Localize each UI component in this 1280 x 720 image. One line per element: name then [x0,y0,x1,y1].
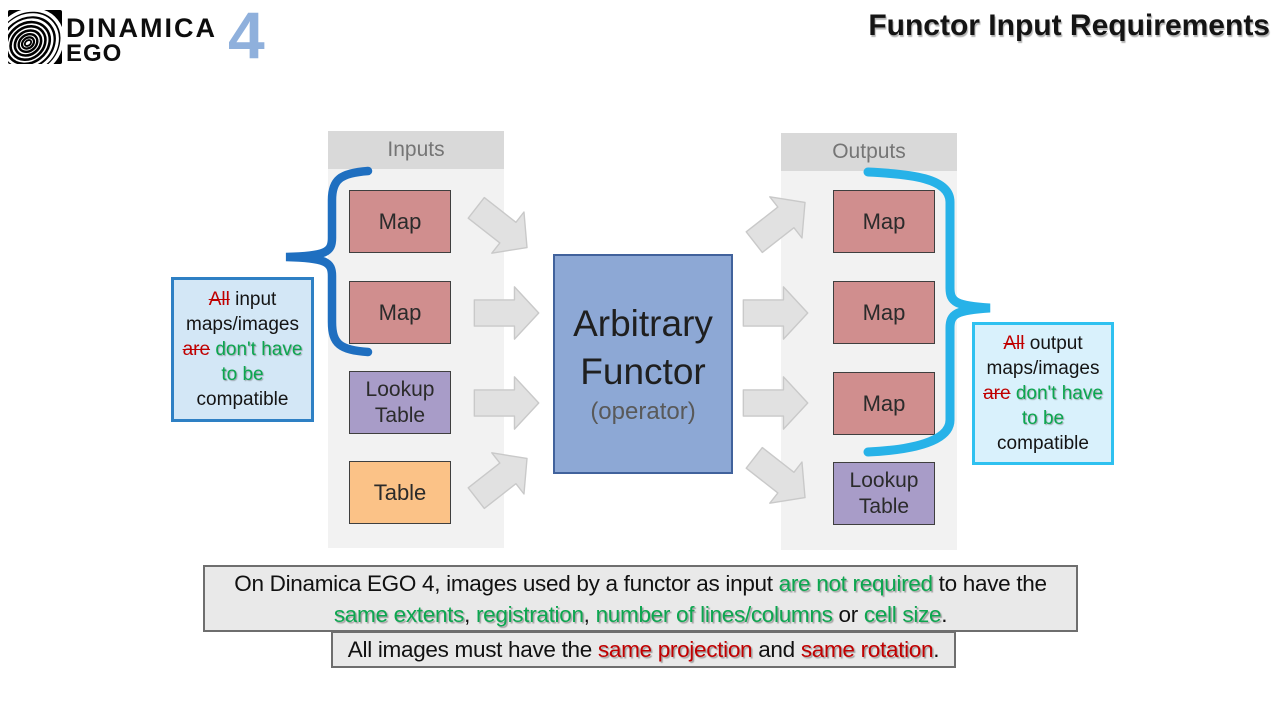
output-map-1: Map [833,190,935,253]
output-arrow-down-right-icon [734,434,825,522]
note2-line: All images must have the same projection… [347,636,940,662]
output-compatibility-callout: All output maps/images are don't have to… [972,322,1114,465]
inputs-header: Inputs [328,131,504,169]
outputs-header: Outputs [781,133,957,171]
input-requirements-note: On Dinamica EGO 4, images used by a func… [203,565,1078,632]
note1-line2: same extents, registration, number of li… [333,601,948,627]
logo-wordmark: DINAMICA [66,13,217,43]
functor-title-line1: Arbitrary [573,303,713,344]
output-arrow-right-icon-2 [740,285,812,341]
output-lookup-table: Lookup Table [833,462,935,525]
output-arrow-right-icon-3 [740,375,812,431]
output-map-3: Map [833,372,935,435]
output-arrow-up-right-icon [734,178,825,266]
functor-title-line2: Functor [580,351,706,392]
input-table: Table [349,461,451,524]
functor-subtitle: (operator) [590,398,696,425]
input-callout-text: All input maps/images are don't have to … [182,289,303,410]
input-map-1: Map [349,190,451,253]
note1-line1: On Dinamica EGO 4, images used by a func… [234,570,1047,596]
input-map-2: Map [349,281,451,344]
arbitrary-functor-box: Arbitrary Functor (operator) [553,254,733,474]
input-arrow-down-right-icon [456,184,547,272]
page-title: Functor Input Requirements [868,9,1270,42]
logo-wordmark-sub: EGO [66,40,123,67]
logo-version-number: 4 [228,0,265,72]
projection-rotation-note: All images must have the same projection… [331,631,956,668]
input-lookup-table: Lookup Table [349,371,451,434]
output-map-2: Map [833,281,935,344]
dinamica-logo-icon [0,8,64,78]
output-callout-text: All output maps/images are don't have to… [983,333,1103,454]
input-arrow-right-icon-2 [471,285,543,341]
input-compatibility-callout: All input maps/images are don't have to … [171,277,314,422]
input-arrow-up-right-icon [456,434,547,522]
input-arrow-right-icon-3 [471,375,543,431]
